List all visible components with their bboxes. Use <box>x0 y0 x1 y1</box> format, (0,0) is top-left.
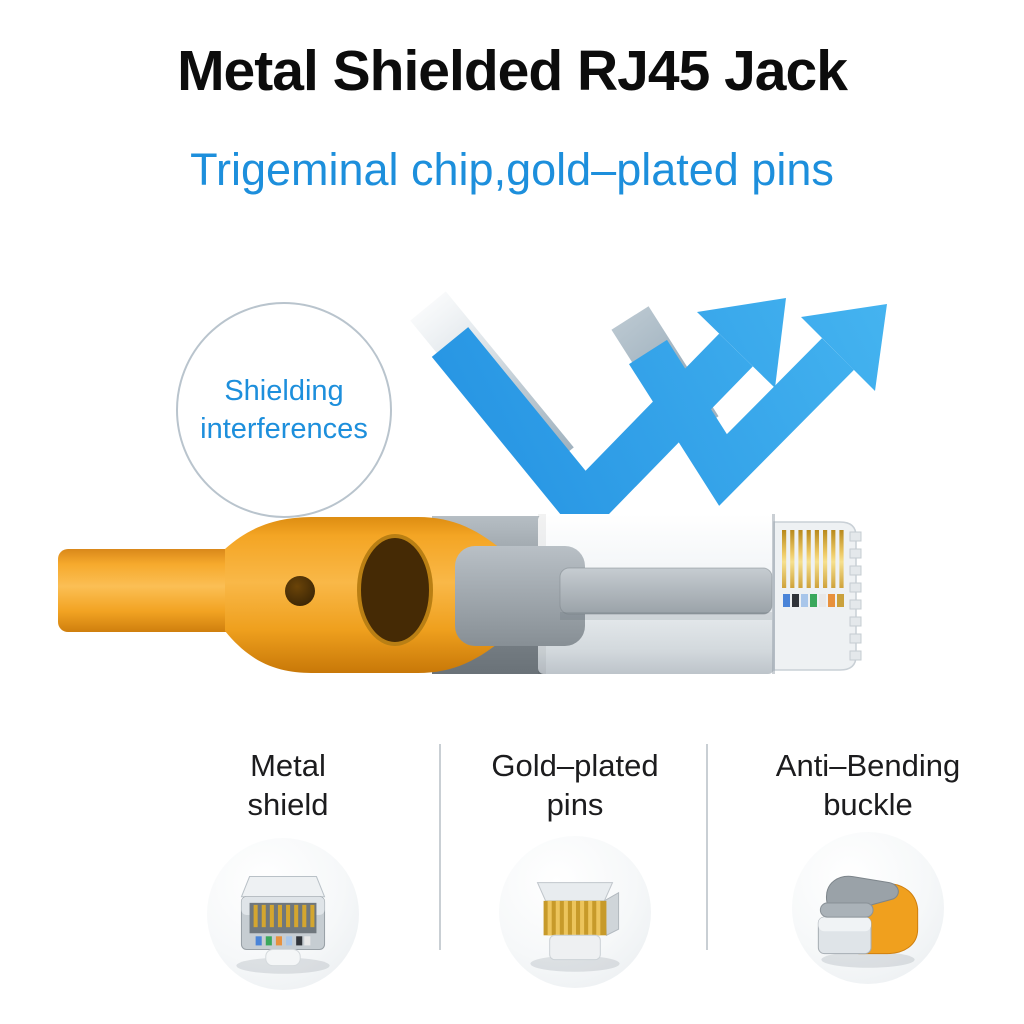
callout-line-2: interferences <box>200 413 368 445</box>
feature-label-anti-bending: Anti–Bending buckle <box>738 746 998 824</box>
page-subtitle: Trigeminal chip,gold–plated pins <box>190 144 834 195</box>
wire-cross-sections <box>783 594 844 607</box>
check-arrow-left <box>431 298 786 542</box>
check-arrow-right <box>629 304 887 506</box>
feature-label-line: buckle <box>823 787 913 822</box>
callout-line-1: Shielding <box>224 375 344 407</box>
gray-echo-strokes <box>410 291 719 477</box>
feature-label-line: shield <box>247 787 329 822</box>
feature-label-gold-pins: Gold–plated pins <box>445 746 705 824</box>
shielding-callout-circle: Shielding interferences <box>176 302 392 518</box>
cable-connector-illustration <box>58 514 862 674</box>
feature-label-line: Metal <box>250 748 326 783</box>
anti-bending-buckle-latch <box>455 546 773 646</box>
feature-label-line: Anti–Bending <box>775 748 961 783</box>
contact-comb-teeth <box>849 531 862 661</box>
anti-bending-buckle-photo <box>792 832 944 984</box>
page-title: Metal Shielded RJ45 Jack <box>177 39 848 103</box>
metal-shield-photo <box>207 838 359 990</box>
feature-divider-left <box>439 744 441 950</box>
crystal-head-tip <box>772 514 862 674</box>
boot-oval-hole <box>357 534 433 646</box>
feature-divider-right <box>706 744 708 950</box>
boot-small-hole <box>285 576 315 606</box>
feature-label-metal-shield: Metal shield <box>158 746 418 824</box>
metal-shield-connector-icon <box>236 876 330 974</box>
feature-label-line: Gold–plated <box>491 748 659 783</box>
gold-pins <box>782 530 844 588</box>
anti-bending-buckle-icon <box>817 875 919 968</box>
feature-label-line: pins <box>546 787 604 822</box>
gold-pins-connector-icon <box>530 882 620 972</box>
gold-plated-pins-photo <box>499 836 651 988</box>
